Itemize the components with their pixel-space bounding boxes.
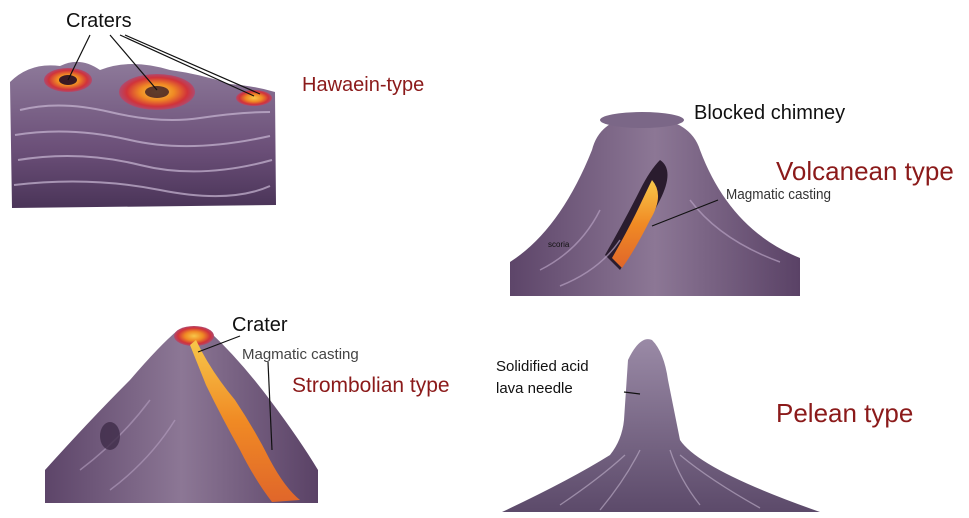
strombolian-casting-callout: Magmatic casting [242, 346, 359, 363]
vulcanian-volcano-drawing [510, 112, 800, 296]
crater-callout: Crater [232, 314, 288, 337]
solidified-needle-callout-line1: Solidified acid [496, 358, 589, 375]
strombolian-type-label: Strombolian type [292, 374, 450, 398]
vulcanian-casting-callout: Magmatic casting [726, 186, 831, 203]
hawaiian-type-label: Hawaein-type [302, 74, 424, 97]
solidified-needle-callout-line2: lava needle [496, 380, 573, 397]
scoria-label: scoria [548, 240, 569, 249]
hawaiian-volcano-drawing [10, 35, 276, 208]
blocked-chimney-callout: Blocked chimney [694, 102, 845, 125]
pelean-type-label: Pelean type [776, 398, 913, 429]
vulcanian-type-label: Volcanean type [776, 156, 954, 187]
craters-callout: Craters [66, 10, 132, 33]
